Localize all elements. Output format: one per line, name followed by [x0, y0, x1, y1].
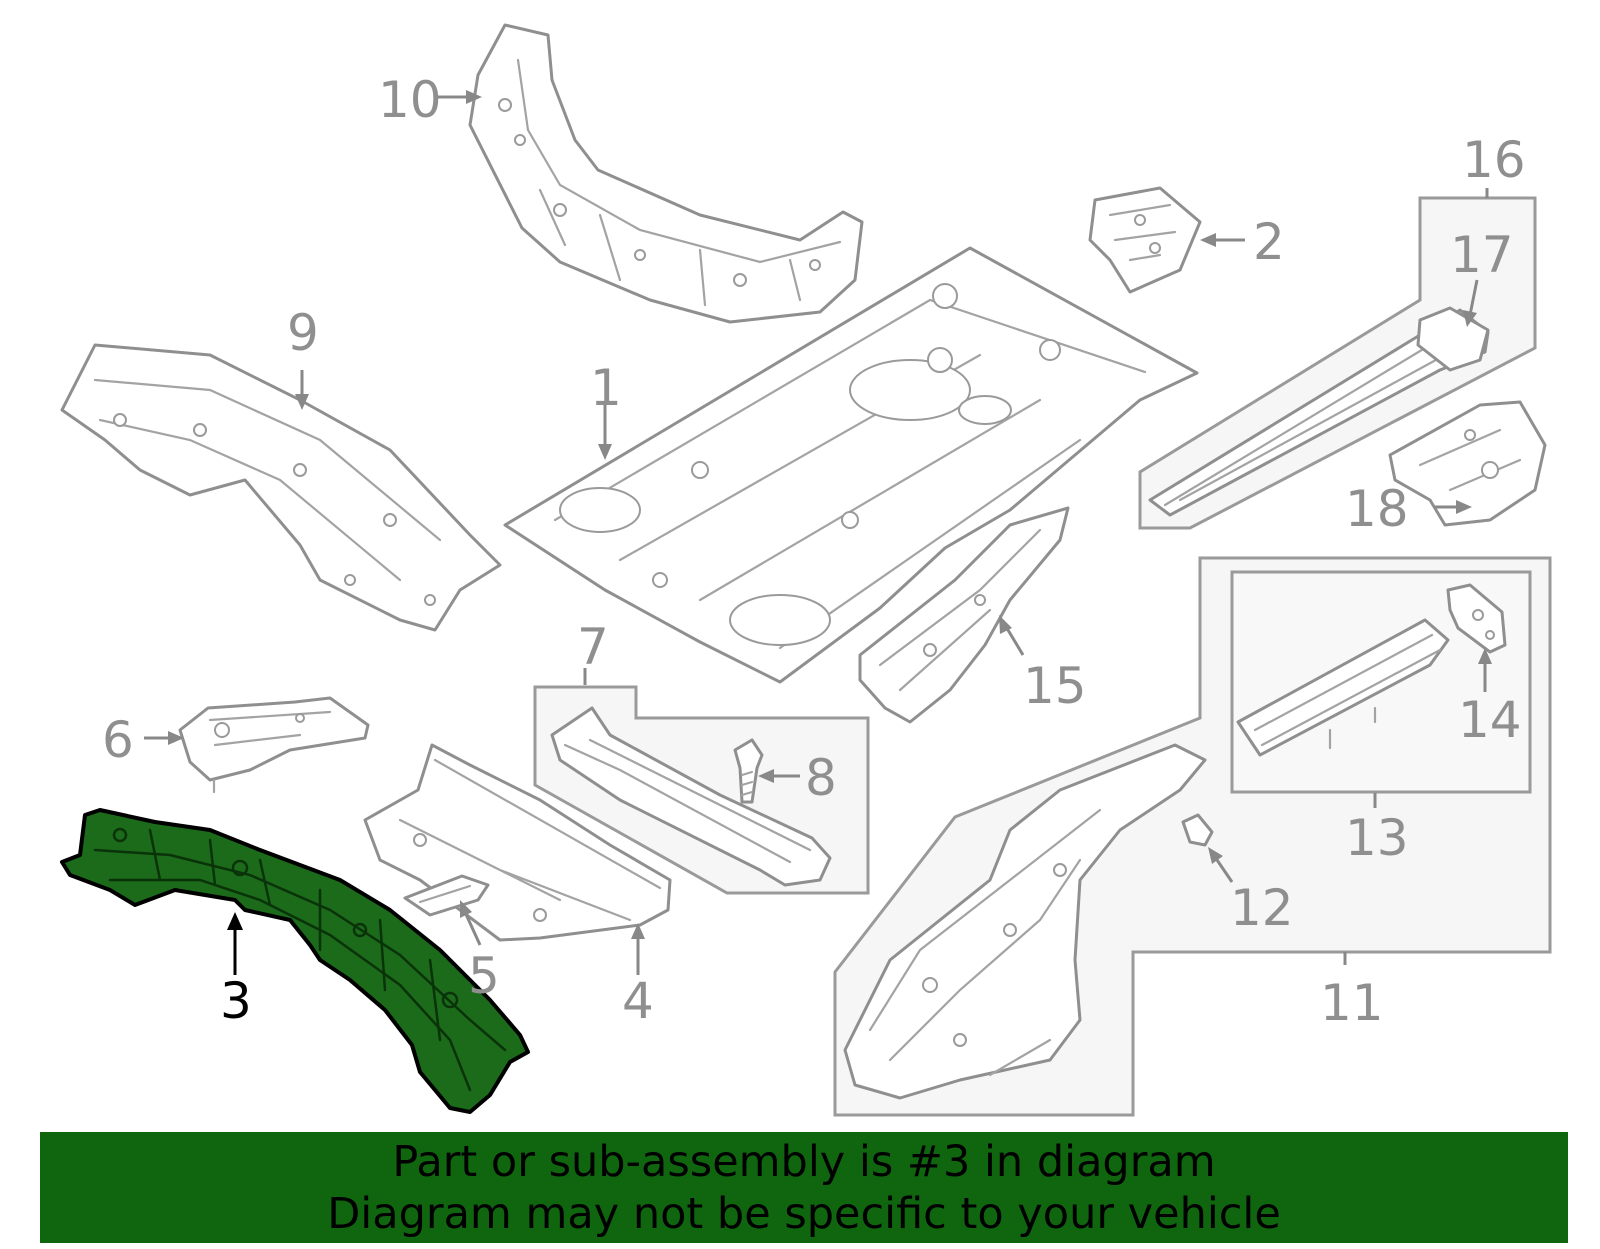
callout-17: 17	[1450, 226, 1514, 284]
callout-9: 9	[287, 304, 319, 362]
callout-18: 18	[1345, 480, 1409, 538]
callout-15: 15	[1023, 657, 1087, 715]
callout-1: 1	[590, 359, 622, 417]
callout-8: 8	[805, 749, 837, 807]
callout-labels: 10 2 1 9 16 17 18 15 6 7 8 5 4 12 13 14 …	[102, 71, 1526, 1032]
part-2	[1088, 186, 1202, 294]
part-10	[468, 23, 864, 324]
banner-line-2: Diagram may not be specific to your vehi…	[327, 1188, 1281, 1239]
part-14	[1446, 583, 1507, 654]
callout-13: 13	[1345, 809, 1409, 867]
callout-4: 4	[622, 972, 654, 1030]
part-7	[550, 706, 832, 887]
part-8	[733, 738, 764, 804]
part-16	[1148, 306, 1490, 517]
part-5	[403, 874, 490, 917]
leader-lines	[144, 90, 1492, 975]
callout-10: 10	[378, 71, 442, 129]
callout-16: 16	[1462, 131, 1526, 189]
part-6	[178, 696, 370, 794]
part-12	[1181, 813, 1214, 847]
callout-12: 12	[1230, 879, 1294, 937]
part-15	[858, 506, 1070, 724]
callout-6: 6	[102, 711, 134, 769]
part-11	[843, 743, 1207, 1100]
part-9	[60, 343, 502, 632]
callout-14: 14	[1458, 691, 1522, 749]
part-13	[1236, 618, 1450, 757]
part-17	[1416, 306, 1490, 372]
callout-2: 2	[1253, 213, 1285, 271]
callout-3: 3	[220, 972, 252, 1030]
banner-line-1: Part or sub-assembly is #3 in diagram	[392, 1136, 1216, 1187]
part-1	[503, 246, 1199, 684]
part-3-highlighted	[60, 808, 530, 1114]
callout-7: 7	[577, 618, 609, 676]
callout-11: 11	[1320, 974, 1384, 1032]
callout-5: 5	[468, 947, 500, 1005]
info-banner: Part or sub-assembly is #3 in diagram Di…	[40, 1132, 1568, 1243]
part-18	[1388, 400, 1547, 527]
